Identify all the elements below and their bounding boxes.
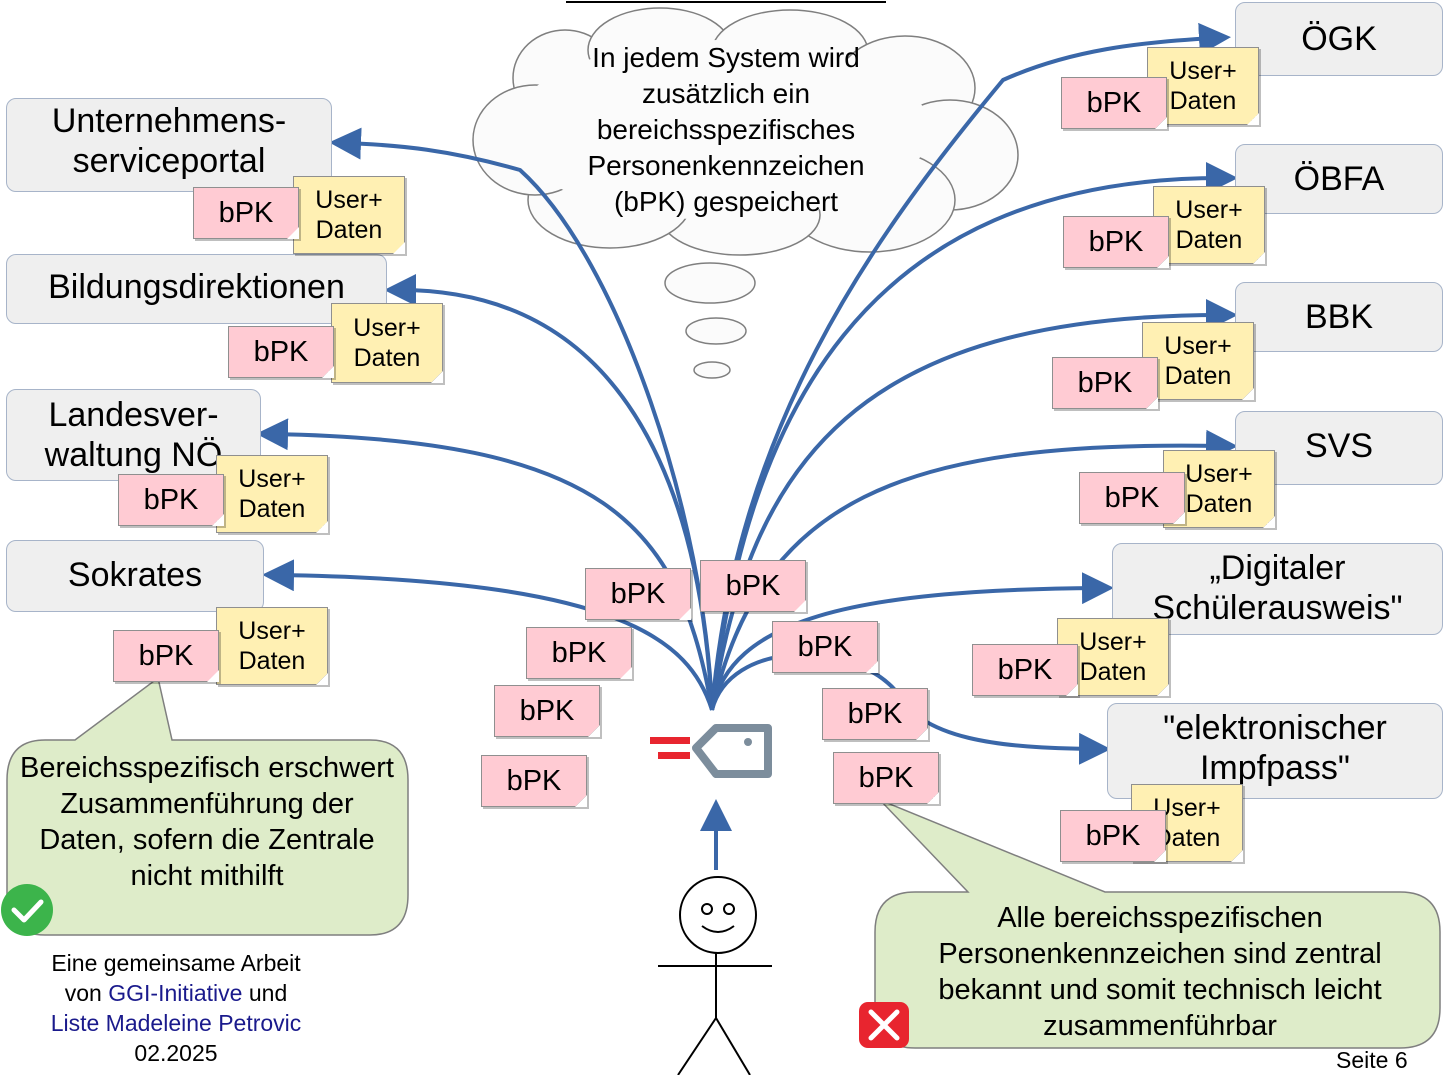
callout-left-text: Bereichsspezifisch erschwert Zusammenfüh… bbox=[20, 752, 394, 892]
system-elektronischer-impfpass: "elektronischer Impfpass" bbox=[1107, 703, 1443, 799]
user-daten-note: User+ Daten bbox=[216, 607, 328, 685]
thought-cloud bbox=[472, 7, 1019, 379]
stick-figure-icon bbox=[658, 876, 772, 1075]
system-bildungsdirektionen: Bildungsdirektionen bbox=[6, 254, 387, 324]
system-oegk: ÖGK bbox=[1235, 2, 1443, 76]
system-label: ÖBFA bbox=[1293, 160, 1385, 198]
user-daten-note: User+ Daten bbox=[293, 176, 405, 254]
bpk-note: bPK bbox=[228, 326, 334, 378]
system-label: Sokrates bbox=[67, 556, 203, 594]
bpk-note: bPK bbox=[972, 644, 1078, 696]
bpk-note: bPK bbox=[1061, 77, 1167, 129]
bpk-note: bPK bbox=[822, 688, 928, 740]
system-landesverwaltung-noe: Landesver- waltung NÖ bbox=[6, 389, 261, 481]
bpk-note: bPK bbox=[700, 560, 806, 612]
link-ggi-initiative[interactable]: GGI-Initiative bbox=[108, 980, 243, 1006]
callout-left-bubble bbox=[6, 676, 409, 936]
system-unternehmensserviceportal: Unternehmens- serviceportal bbox=[6, 98, 332, 192]
callout-right-bubble bbox=[874, 799, 1441, 1049]
bpk-note: bPK bbox=[113, 630, 219, 682]
system-label: Bildungsdirektionen bbox=[48, 268, 345, 306]
credit-block: Eine gemeinsame Arbeit von GGI-Initiativ… bbox=[16, 948, 336, 1068]
bpk-note: bPK bbox=[772, 621, 878, 673]
id-austria-key-logo bbox=[650, 724, 772, 778]
system-bbk: BBK bbox=[1235, 282, 1443, 352]
bpk-note: bPK bbox=[526, 627, 632, 679]
bpk-note: bPK bbox=[585, 568, 691, 620]
bpk-note: bPK bbox=[1052, 357, 1158, 409]
bpk-note: bPK bbox=[833, 752, 939, 804]
system-label: „Digitaler Schülerausweis" bbox=[1152, 549, 1403, 627]
credit-line1: Eine gemeinsame Arbeit bbox=[51, 950, 301, 976]
page-number: Seite 6 bbox=[1336, 1047, 1408, 1073]
system-label: Landesver- waltung NÖ bbox=[44, 396, 223, 474]
bpk-note: bPK bbox=[494, 685, 600, 737]
system-label: "elektronischer Impfpass" bbox=[1163, 709, 1387, 787]
credit-date: 02.2025 bbox=[134, 1040, 218, 1066]
bpk-note: bPK bbox=[118, 474, 224, 526]
system-sokrates: Sokrates bbox=[6, 540, 264, 612]
bpk-note: bPK bbox=[481, 755, 587, 807]
user-daten-note: User+ Daten bbox=[216, 455, 328, 533]
system-label: SVS bbox=[1304, 427, 1374, 465]
user-daten-note: User+ Daten bbox=[1142, 322, 1254, 400]
cross-square-icon bbox=[859, 1002, 909, 1048]
bpk-note: bPK bbox=[1063, 216, 1169, 268]
bpk-note: bPK bbox=[1060, 810, 1166, 862]
connection-arrows bbox=[256, 22, 1238, 870]
system-oebfa: ÖBFA bbox=[1235, 144, 1443, 214]
system-label: ÖGK bbox=[1301, 20, 1377, 58]
bpk-note: bPK bbox=[193, 187, 299, 239]
link-liste-madeleine-petrovic[interactable]: Liste Madeleine Petrovic bbox=[50, 1010, 302, 1036]
user-daten-note: User+ Daten bbox=[1153, 186, 1265, 264]
callout-right-text: Alle bereichsspezifischen Personenkennze… bbox=[938, 902, 1382, 1042]
cloud-text: In jedem System wird zusätzlich ein bere… bbox=[587, 42, 865, 217]
check-circle-icon bbox=[1, 884, 53, 936]
system-label: Unternehmens- serviceportal bbox=[51, 102, 287, 180]
user-daten-note: User+ Daten bbox=[331, 303, 443, 383]
credit-line2: von GGI-Initiative und bbox=[64, 980, 288, 1006]
system-label: BBK bbox=[1304, 298, 1374, 336]
bpk-note: bPK bbox=[1079, 472, 1185, 524]
